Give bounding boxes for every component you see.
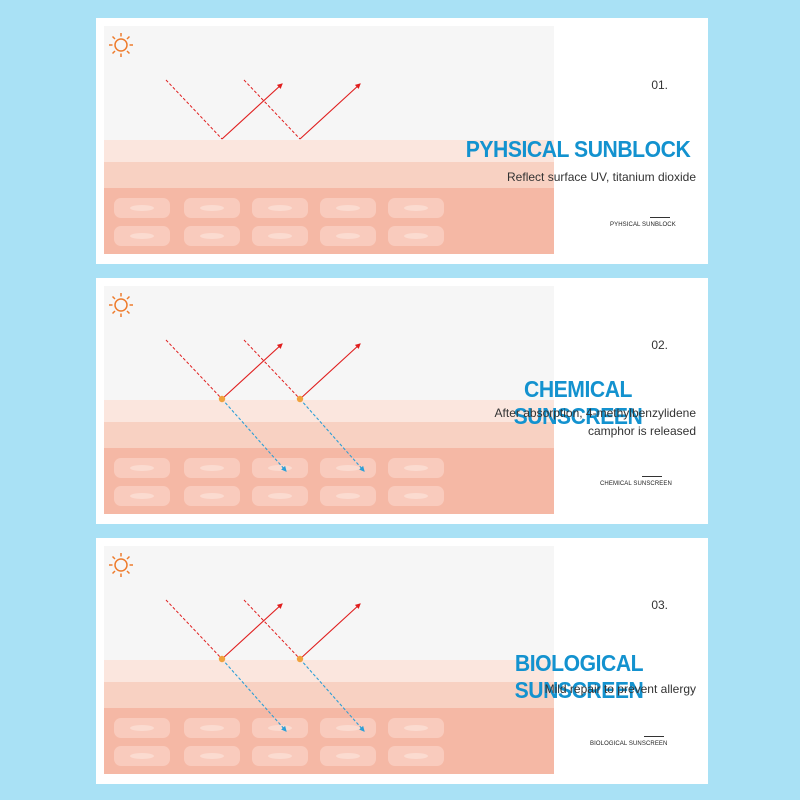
cell-nucleus [268, 465, 292, 471]
cell-nucleus [336, 493, 360, 499]
cell-nucleus [200, 725, 224, 731]
cell-nucleus [404, 465, 428, 471]
panel-number: 03. [651, 598, 668, 612]
cell-nucleus [200, 465, 224, 471]
cell-nucleus [404, 493, 428, 499]
cell-nucleus [130, 493, 154, 499]
cell-nucleus [336, 725, 360, 731]
cell-nucleus [336, 205, 360, 211]
panel-footer-label: PYHSICAL SUNBLOCK [610, 222, 676, 228]
cell-nucleus [336, 465, 360, 471]
cell-nucleus [200, 493, 224, 499]
cell-nucleus [404, 753, 428, 759]
absorption-point [297, 396, 303, 402]
absorption-point [219, 396, 225, 402]
panel-chemical-sunscreen: 02. CHEMICAL SUNSCREEN After absorption,… [96, 278, 708, 524]
cell-nucleus [268, 205, 292, 211]
cell-nucleus [268, 725, 292, 731]
cell-nucleus [130, 465, 154, 471]
divider [644, 736, 664, 737]
panel-description: After absorption, 4-methylbenzylidene ca… [456, 404, 696, 440]
panel-title: PYHSICAL SUNBLOCK [458, 136, 697, 163]
cell-nucleus [130, 753, 154, 759]
absorption-point [297, 656, 303, 662]
panel-physical-sunblock: 01. PYHSICAL SUNBLOCK Reflect surface UV… [96, 18, 708, 264]
cell-nucleus [404, 205, 428, 211]
divider [650, 217, 670, 218]
cell-nucleus [200, 233, 224, 239]
panel-footer-label: BIOLOGICAL SUNSCREEN [590, 741, 667, 747]
panel-description: Reflect surface UV, titanium dioxide [456, 168, 696, 186]
cell-nucleus [336, 753, 360, 759]
cell-nucleus [404, 725, 428, 731]
panel-biological-sunscreen: 03. BIOLOGICAL SUNSCREEN Mild repair to … [96, 538, 708, 784]
cell-nucleus [130, 233, 154, 239]
cell-nucleus [130, 205, 154, 211]
panel-description: Mild repair to prevent allergy [456, 680, 696, 698]
cell-nucleus [404, 233, 428, 239]
panel-number: 02. [651, 338, 668, 352]
panel-footer-label: CHEMICAL SUNSCREEN [600, 481, 672, 487]
cell-nucleus [336, 233, 360, 239]
cell-nucleus [130, 725, 154, 731]
absorption-point [219, 656, 225, 662]
cell-nucleus [268, 493, 292, 499]
cell-nucleus [268, 753, 292, 759]
cell-nucleus [200, 205, 224, 211]
cell-nucleus [268, 233, 292, 239]
divider [642, 476, 662, 477]
cell-nucleus [200, 753, 224, 759]
panel-number: 01. [651, 78, 668, 92]
